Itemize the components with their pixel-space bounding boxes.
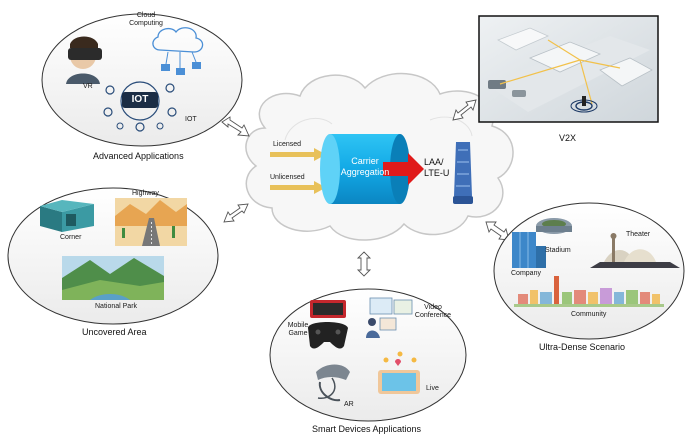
live-label: Live bbox=[426, 385, 439, 392]
iot-badge-label: IOT bbox=[131, 94, 149, 105]
corner-building-icon bbox=[40, 200, 94, 232]
iot-network-icon bbox=[103, 81, 177, 132]
uncovered-area-caption: Uncovered Area bbox=[82, 327, 147, 337]
v2x-panel bbox=[478, 15, 659, 123]
national-park-label: National Park bbox=[95, 303, 138, 310]
carrier-aggregation-line2: Aggregation bbox=[340, 167, 390, 177]
double-arrow-ultra-dense bbox=[485, 221, 510, 241]
unlicensed-arrow bbox=[270, 181, 326, 194]
mobile-game-line2: Game bbox=[288, 330, 308, 337]
mobile-game-icon bbox=[308, 300, 348, 349]
licensed-label: Licensed bbox=[273, 141, 302, 148]
theater-label: Theater bbox=[626, 231, 651, 238]
double-arrow-smart-devices bbox=[356, 251, 372, 277]
carrier-aggregation-label: Carrier Aggregation bbox=[330, 156, 400, 178]
mobile-game-label: Mobile Game bbox=[284, 322, 312, 338]
stadium-icon bbox=[536, 218, 572, 234]
ar-glasses-icon bbox=[316, 364, 350, 402]
highway-icon bbox=[115, 198, 187, 246]
carrier-aggregation-line1: Carrier bbox=[351, 156, 379, 166]
theater-icon bbox=[590, 233, 680, 268]
company-label: Company bbox=[511, 270, 541, 277]
licensed-arrow bbox=[270, 148, 326, 161]
v2x-caption: V2X bbox=[559, 133, 577, 143]
vr-headset-icon bbox=[66, 36, 102, 84]
company-building-icon bbox=[512, 232, 546, 268]
smart-devices-caption: Smart Devices Applications bbox=[312, 424, 422, 434]
laa-lte-u-label: LAA/ LTE-U bbox=[424, 157, 449, 179]
double-arrow-v2x bbox=[452, 99, 477, 121]
mobile-game-line1: Mobile bbox=[287, 322, 309, 329]
double-arrow-advanced bbox=[221, 116, 250, 137]
laa-line1: LAA/ bbox=[424, 157, 444, 167]
community-label: Community bbox=[571, 311, 607, 318]
laa-line2: LTE-U bbox=[424, 168, 450, 178]
unlicensed-label: Unlicensed bbox=[270, 174, 305, 181]
double-arrow-uncovered bbox=[223, 203, 249, 223]
video-conference-line1: Video bbox=[424, 304, 442, 311]
community-icon bbox=[514, 276, 664, 307]
corner-label: Corner bbox=[60, 234, 82, 241]
cloud-computing-icon bbox=[152, 27, 204, 75]
highway-label: Highway bbox=[132, 190, 159, 197]
red-aggregation-arrow bbox=[383, 153, 424, 185]
video-conference-line2: Conference bbox=[414, 312, 452, 319]
video-conference-label: Video Conference bbox=[412, 304, 454, 320]
video-conference-icon bbox=[366, 297, 413, 338]
cloud-computing-line2: Computing bbox=[129, 20, 163, 27]
advanced-applications-caption: Advanced Applications bbox=[93, 151, 184, 161]
ar-label: AR bbox=[344, 401, 354, 408]
stadium-label: Stadium bbox=[545, 247, 571, 254]
laa-antenna-tower bbox=[453, 142, 473, 204]
iot-label: IOT bbox=[185, 116, 197, 123]
ultra-dense-caption: Ultra-Dense Scenario bbox=[539, 342, 626, 352]
live-stream-icon bbox=[378, 351, 420, 394]
cloud-computing-label: Cloud Computing bbox=[126, 12, 166, 28]
vr-label: VR bbox=[83, 83, 93, 90]
national-park-icon bbox=[62, 256, 164, 300]
cloud-computing-line1: Cloud bbox=[136, 12, 156, 19]
